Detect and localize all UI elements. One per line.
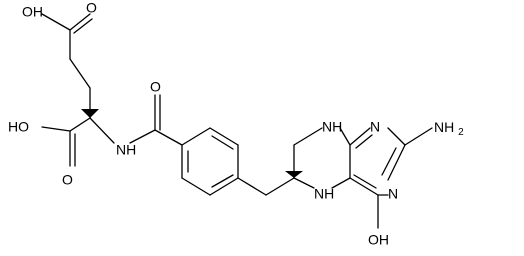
atom-alpha-carboxyl-ho: HO <box>8 119 29 135</box>
bond-c4-c4a <box>349 177 379 196</box>
bond-ring-2 <box>209 127 239 146</box>
bond-ring-inner-1 <box>211 135 234 150</box>
atom-amine-nh2: NH 2 <box>434 119 464 138</box>
atom-labels: OH O HO O NH O NH N NH 2 N NH OH <box>8 0 464 248</box>
bond-c4a-n5 <box>331 177 351 189</box>
bond-ring-1 <box>181 127 211 146</box>
atom-ring-n-top: N <box>370 119 380 135</box>
bond-c2-c3 <box>69 58 91 89</box>
atom-amine-subscript: 2 <box>458 127 464 138</box>
bond-ring-4 <box>209 177 239 196</box>
bond-n5-c6 <box>293 177 315 189</box>
atom-amide-o: O <box>150 79 161 95</box>
atom-ring-nh-bottom: NH <box>314 186 334 202</box>
bond-ring-5 <box>181 177 211 196</box>
bond-ch2-c6 <box>265 177 295 196</box>
bond-c4-c4a-double <box>353 174 377 189</box>
atom-amine-nh: NH <box>434 119 454 135</box>
bond-c1-o-double <box>69 13 91 31</box>
atom-alpha-carboxyl-o: O <box>62 172 73 188</box>
stereo-wedge-c6 <box>285 171 303 178</box>
bond-c1-o-double-2 <box>73 18 93 34</box>
atom-hydroxyl-oh: OH <box>368 232 389 248</box>
atom-top-carboxyl-oh: OH <box>22 4 43 20</box>
bond-nh-c-amide <box>129 129 156 144</box>
bond-c7-n8 <box>293 127 323 146</box>
atom-top-carboxyl-o: O <box>86 0 97 16</box>
bond-c2-nh2 <box>404 127 433 146</box>
atom-amide-nh: NH <box>116 142 136 158</box>
stereo-wedge-alpha <box>81 109 99 118</box>
bond-ring-ch2 <box>237 177 267 196</box>
bond-ring-inner-2 <box>211 174 234 188</box>
bond-c4-nh <box>89 117 115 144</box>
bond-c2-n3 <box>387 144 406 181</box>
bond-c8a-n1-double <box>355 134 373 149</box>
bond-c8a-n1 <box>349 127 371 146</box>
bond-c1-otop <box>41 13 71 31</box>
bond-n1-c2 <box>387 127 406 146</box>
bond-n8-c8a <box>339 127 351 146</box>
bond-c2-n3-double <box>381 147 397 176</box>
atom-ring-n-right: N <box>388 186 398 202</box>
bond-c4-c5 <box>69 117 91 132</box>
bond-amide-ring <box>154 129 183 146</box>
bond-c5-oh <box>41 126 71 132</box>
bonds <box>41 13 433 229</box>
atom-ring-nh-top: NH <box>322 119 342 135</box>
